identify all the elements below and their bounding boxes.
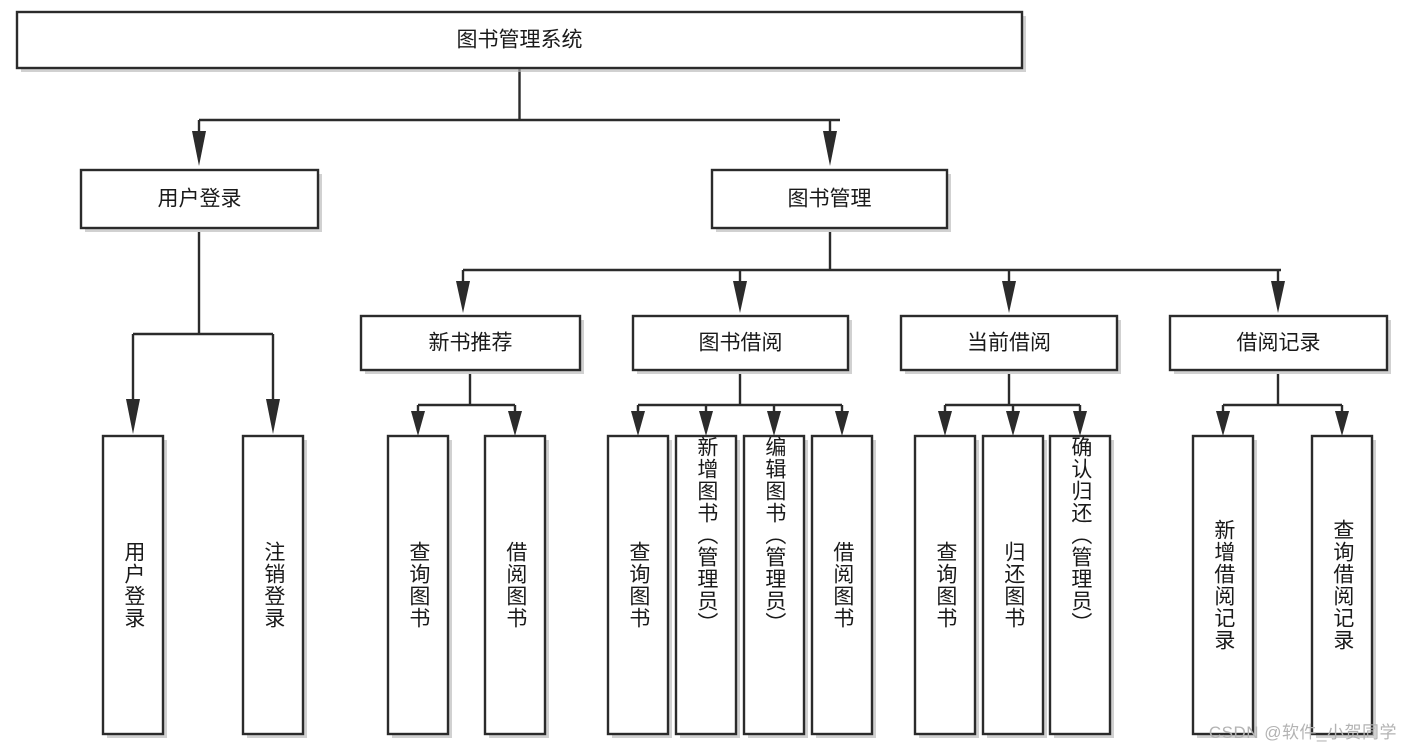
csdn-watermark: CSDN @软件_小贺同学	[1208, 723, 1397, 742]
node-user-login[interactable]: 用户登录	[79, 168, 322, 232]
arrow-userlogin-leaf-1	[126, 399, 140, 434]
leaf-logout[interactable]	[241, 434, 307, 738]
node-borrow-record-label: 借阅记录	[1237, 332, 1321, 355]
node-borrow-record[interactable]: 借阅记录	[1168, 314, 1391, 374]
node-book-management[interactable]: 图书管理	[710, 168, 951, 232]
leaf-query-book-1[interactable]	[386, 434, 452, 738]
node-root-system-label: 图书管理系统	[457, 29, 583, 52]
arrow-newbook-leaf-2	[508, 411, 522, 436]
leaf-box-layer	[101, 434, 1376, 738]
node-current-borrow-label: 当前借阅	[967, 332, 1051, 355]
arrow-bookmgmt-child-1	[456, 281, 470, 313]
node-new-book-recommend-label: 新书推荐	[429, 332, 513, 355]
arrow-bookmgmt-child-3	[1002, 281, 1016, 313]
arrow-currentborrow-leaf-2	[1006, 411, 1020, 436]
leaf-query-book-2[interactable]	[606, 434, 672, 738]
arrow-bookmgmt-child-4	[1271, 281, 1285, 313]
arrow-borrowrecord-leaf-1	[1216, 411, 1230, 436]
node-current-borrow[interactable]: 当前借阅	[899, 314, 1121, 374]
arrow-root-to-user-login	[192, 131, 206, 166]
arrow-borrowrecord-leaf-2	[1335, 411, 1349, 436]
arrow-root-to-book-mgmt	[823, 131, 837, 166]
leaf-borrow-book-1[interactable]	[483, 434, 549, 738]
arrow-newbook-leaf-1	[411, 411, 425, 436]
arrow-bookborrow-leaf-2	[699, 411, 713, 436]
leaf-add-borrow-record[interactable]	[1191, 434, 1257, 738]
leaf-confirm-return-admin[interactable]	[1048, 434, 1114, 738]
arrow-currentborrow-leaf-3	[1073, 411, 1087, 436]
node-book-management-label: 图书管理	[788, 188, 872, 211]
arrow-bookborrow-leaf-1	[631, 411, 645, 436]
arrow-bookmgmt-child-2	[733, 281, 747, 313]
leaf-return-book[interactable]	[981, 434, 1047, 738]
node-book-borrow-label: 图书借阅	[699, 332, 783, 355]
arrow-currentborrow-leaf-1	[938, 411, 952, 436]
node-new-book-recommend[interactable]: 新书推荐	[359, 314, 584, 374]
leaf-query-book-3[interactable]	[913, 434, 979, 738]
arrow-bookborrow-leaf-3	[767, 411, 781, 436]
arrow-bookborrow-leaf-4	[835, 411, 849, 436]
connector-layer	[126, 68, 1349, 436]
leaf-user-login[interactable]	[101, 434, 167, 738]
node-user-login-label: 用户登录	[158, 188, 242, 211]
leaf-edit-book-admin[interactable]	[742, 434, 808, 738]
node-root-system[interactable]: 图书管理系统	[15, 10, 1026, 72]
leaf-borrow-book-2[interactable]	[810, 434, 876, 738]
node-book-borrow[interactable]: 图书借阅	[631, 314, 852, 374]
arrow-userlogin-leaf-2	[266, 399, 280, 434]
leaf-query-borrow-record[interactable]	[1310, 434, 1376, 738]
leaf-add-book-admin[interactable]	[674, 434, 740, 738]
